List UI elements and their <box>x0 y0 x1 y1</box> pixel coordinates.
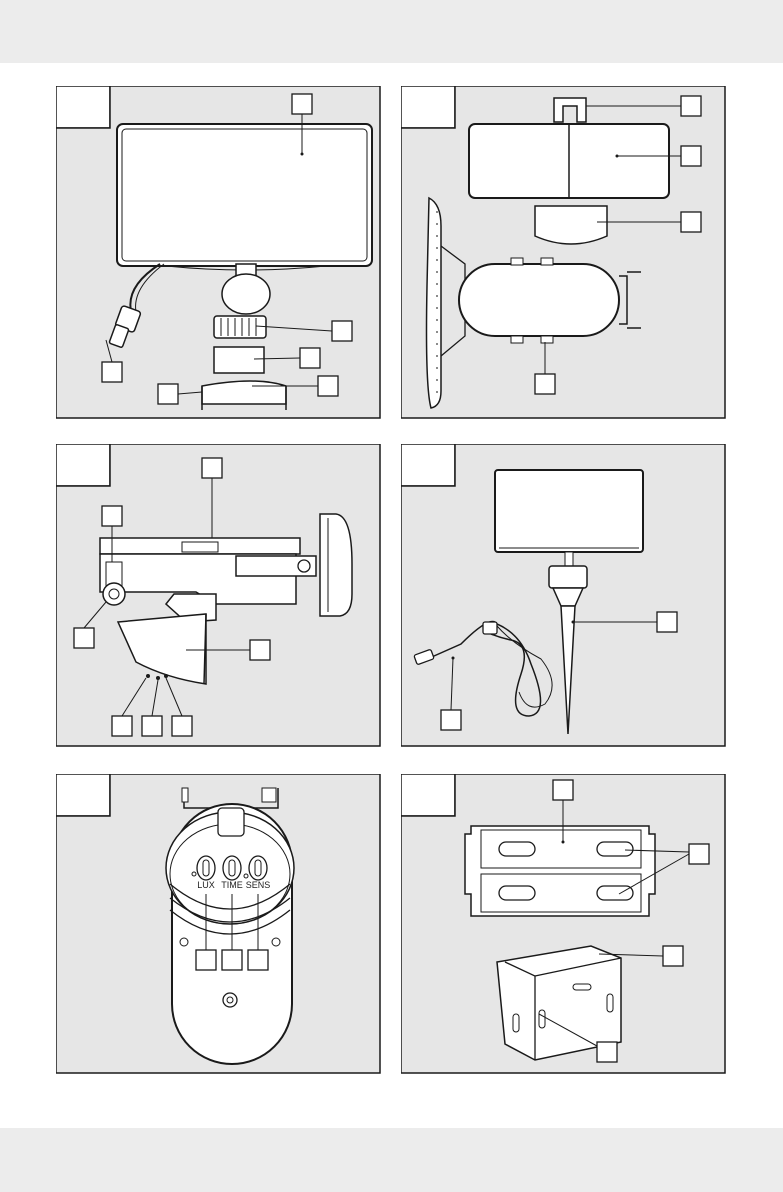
bottom-band <box>0 1128 783 1192</box>
figure-panel-3 <box>56 444 381 747</box>
figure-panel-1 <box>56 86 381 419</box>
dial-label-lux: LUX <box>197 880 215 890</box>
figure-panel-4 <box>401 444 726 747</box>
dial-label-time: TIME <box>221 880 243 890</box>
figure-panel-5: LUX TIME SENS <box>56 774 381 1074</box>
dial-label-sens: SENS <box>246 880 271 890</box>
figure-panel-6 <box>401 774 726 1074</box>
top-band <box>0 0 783 63</box>
figure-panel-2 <box>401 86 726 419</box>
